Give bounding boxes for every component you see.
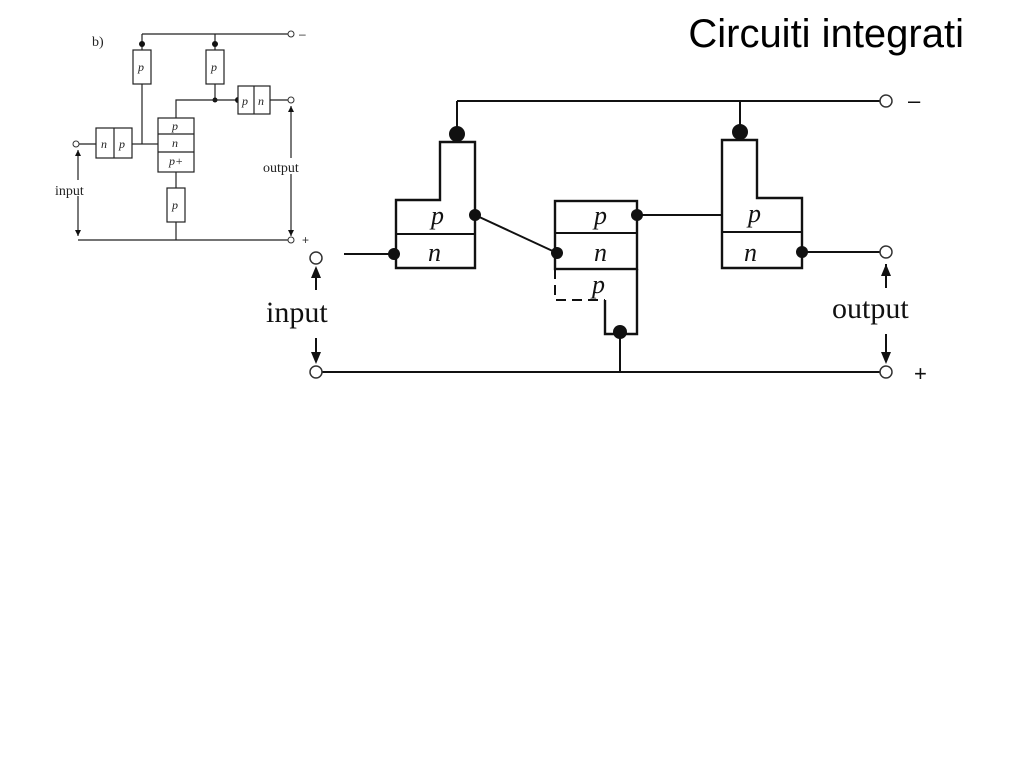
small-stack-n-label: n xyxy=(172,136,178,150)
large-bottom-left-terminal xyxy=(309,365,323,379)
small-output-p-label: p xyxy=(241,94,248,108)
large-left-to-middle-wire xyxy=(474,214,558,254)
small-stack-p-plus-label: p+ xyxy=(168,154,183,168)
small-dot xyxy=(288,106,294,112)
small-minus-terminal xyxy=(287,30,295,38)
large-middle-block xyxy=(553,199,639,271)
large-right-n-label: n xyxy=(744,238,757,267)
large-left-block xyxy=(394,140,477,270)
small-input-p-label: p xyxy=(118,137,125,151)
large-circuit-diagram: – + p n p n p xyxy=(266,88,927,386)
dot xyxy=(449,126,465,142)
large-output-label: output xyxy=(832,292,909,325)
small-output-label: output xyxy=(263,161,299,176)
large-input-arrow-down xyxy=(311,352,321,364)
small-right-p-label: p xyxy=(210,60,217,74)
large-middle-n-label: n xyxy=(594,238,607,267)
large-output-terminal xyxy=(879,245,893,259)
large-right-p-label: p xyxy=(746,199,761,228)
slide-title: Circuiti integrati xyxy=(688,12,964,56)
large-middle-lower-p-label: p xyxy=(590,270,605,299)
large-plus-sign: + xyxy=(914,361,927,386)
small-panel-label: b) xyxy=(92,35,104,50)
small-stack-p-label: p xyxy=(171,119,178,133)
blk xyxy=(603,269,639,336)
large-minus-sign: – xyxy=(908,88,921,113)
large-left-n-label: n xyxy=(428,238,441,267)
small-left-p-label: p xyxy=(137,60,144,74)
small-input-label: input xyxy=(55,184,84,199)
small-minus-sign: – xyxy=(299,27,306,41)
large-output-arrow-up xyxy=(881,264,891,276)
small-output-n-label: n xyxy=(258,94,264,108)
small-circuit-diagram: b) – + p p xyxy=(54,27,320,247)
large-middle-dashed-region xyxy=(554,269,605,301)
large-minus-terminal xyxy=(879,94,893,108)
large-plus-terminal xyxy=(879,365,893,379)
small-rect xyxy=(262,158,320,174)
small-plus-terminal xyxy=(287,236,295,244)
small-rect xyxy=(54,180,102,196)
dot xyxy=(613,325,627,339)
large-input-terminal xyxy=(309,251,323,265)
large-right-block xyxy=(720,138,804,270)
small-wire xyxy=(175,99,238,120)
small-dot xyxy=(288,230,294,236)
small-dot xyxy=(212,41,218,47)
dot xyxy=(732,124,748,140)
small-dot xyxy=(75,150,81,156)
large-input-arrow-up xyxy=(311,266,321,278)
large-output-arrow-down xyxy=(881,352,891,364)
small-plus-sign: + xyxy=(302,233,309,247)
large-middle-p-label: p xyxy=(592,201,607,230)
small-bottom-p-label: p xyxy=(171,198,178,212)
small-input-terminal xyxy=(72,140,80,148)
large-input-label: input xyxy=(266,296,328,329)
small-input-n-label: n xyxy=(101,137,107,151)
small-dot xyxy=(75,230,81,236)
large-left-p-label: p xyxy=(429,201,444,230)
small-output-terminal xyxy=(287,96,295,104)
small-dot xyxy=(139,41,145,47)
